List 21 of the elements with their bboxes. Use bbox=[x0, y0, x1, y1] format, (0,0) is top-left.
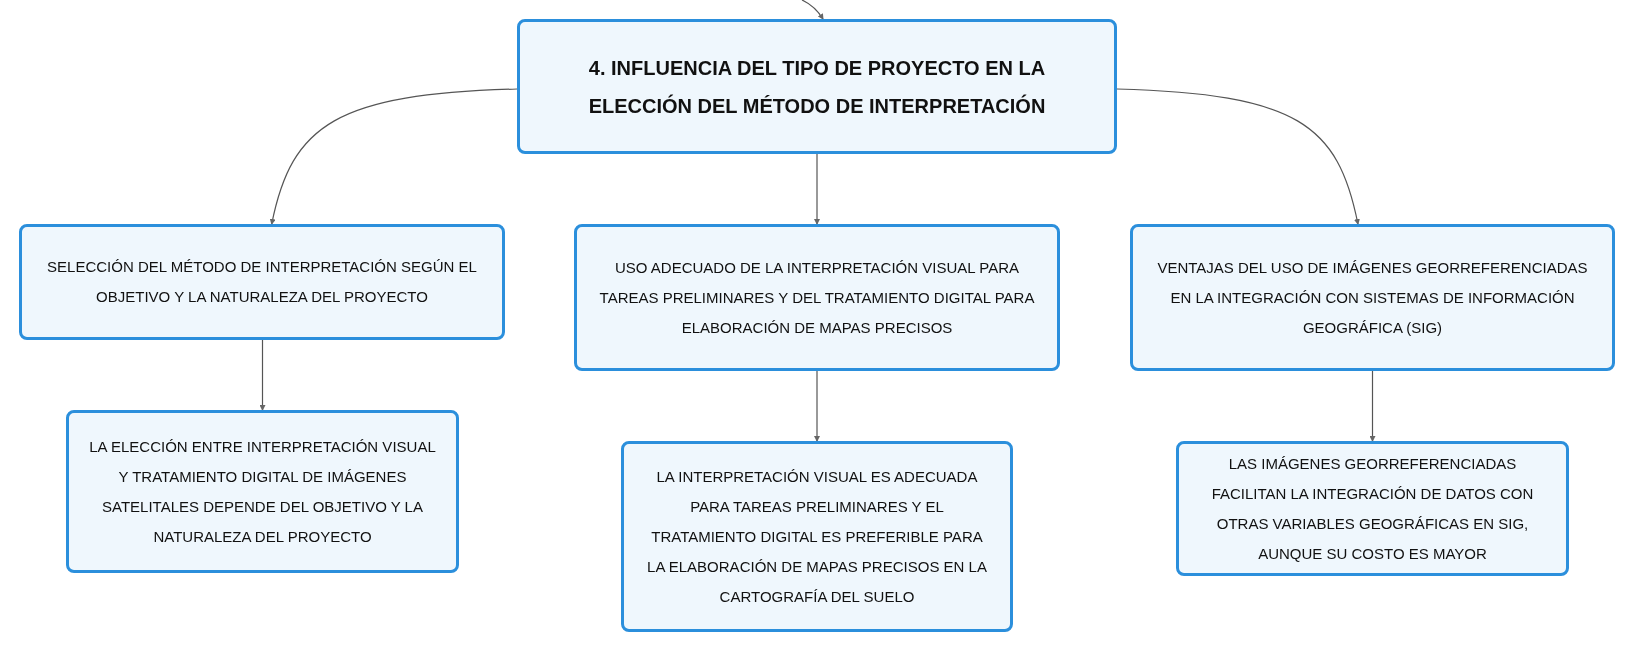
topic-box bbox=[19, 224, 505, 340]
topic-box bbox=[1130, 224, 1615, 371]
topic-text: USO ADECUADO DE LA INTERPRETACIÓN VISUAL PARA TAREAS PRELIMINARES Y DEL TRATAMIENTO DIGITAL PARA ELABORACIÓN DE MAPAS PRECISOS bbox=[598, 257, 1036, 338]
topic-box bbox=[517, 19, 1117, 154]
topic-text: 4. INFLUENCIA DEL TIPO DE PROYECTO EN LA ELECCIÓN DEL MÉTODO DE INTERPRETACIÓN bbox=[587, 55, 1047, 119]
topic-text: SELECCIÓN DEL MÉTODO DE INTERPRETACIÓN SEGÚN EL OBJETIVO Y LA NATURALEZA DEL PROYECTO bbox=[46, 257, 478, 307]
topic-text: VENTAJAS DEL USO DE IMÁGENES GEORREFERENCIADAS EN LA INTEGRACIÓN CON SISTEMAS DE INFORMACIÓN GEOGRÁFICA (SIG) bbox=[1156, 257, 1589, 338]
connector-line bbox=[259, 339, 266, 411]
connector-line bbox=[801, 0, 824, 20]
connector-line bbox=[814, 153, 820, 225]
topic-text: LA ELECCIÓN ENTRE INTERPRETACIÓN VISUAL Y TRATAMIENTO DIGITAL DE IMÁGENES SATELITALES DEPENDE DEL OBJETIVO Y LA NATURALEZA DEL PROYECTO bbox=[89, 436, 436, 547]
connector-line bbox=[1369, 370, 1376, 442]
connector-line bbox=[269, 88, 518, 225]
topic-text: LAS IMÁGENES GEORREFERENCIADAS FACILITAN LA INTEGRACIÓN DE DATOS CON OTRAS VARIABLES GEOGRÁFICAS EN SIG, AUNQUE SU COSTO ES MAYOR bbox=[1210, 453, 1535, 564]
topic-box bbox=[621, 441, 1013, 632]
connector-line bbox=[814, 370, 820, 442]
topic-box bbox=[574, 224, 1060, 371]
topic-box bbox=[1176, 441, 1569, 576]
topic-text: LA INTERPRETACIÓN VISUAL ES ADECUADA PARA TAREAS PRELIMINARES Y EL TRATAMIENTO DIGITAL ES PREFERIBLE PARA LA ELABORACIÓN DE MAPAS PRECISOS EN LA CARTOGRAFÍA DEL SUELO bbox=[646, 466, 988, 607]
topic-box bbox=[66, 410, 459, 573]
connector-line bbox=[1116, 88, 1360, 225]
